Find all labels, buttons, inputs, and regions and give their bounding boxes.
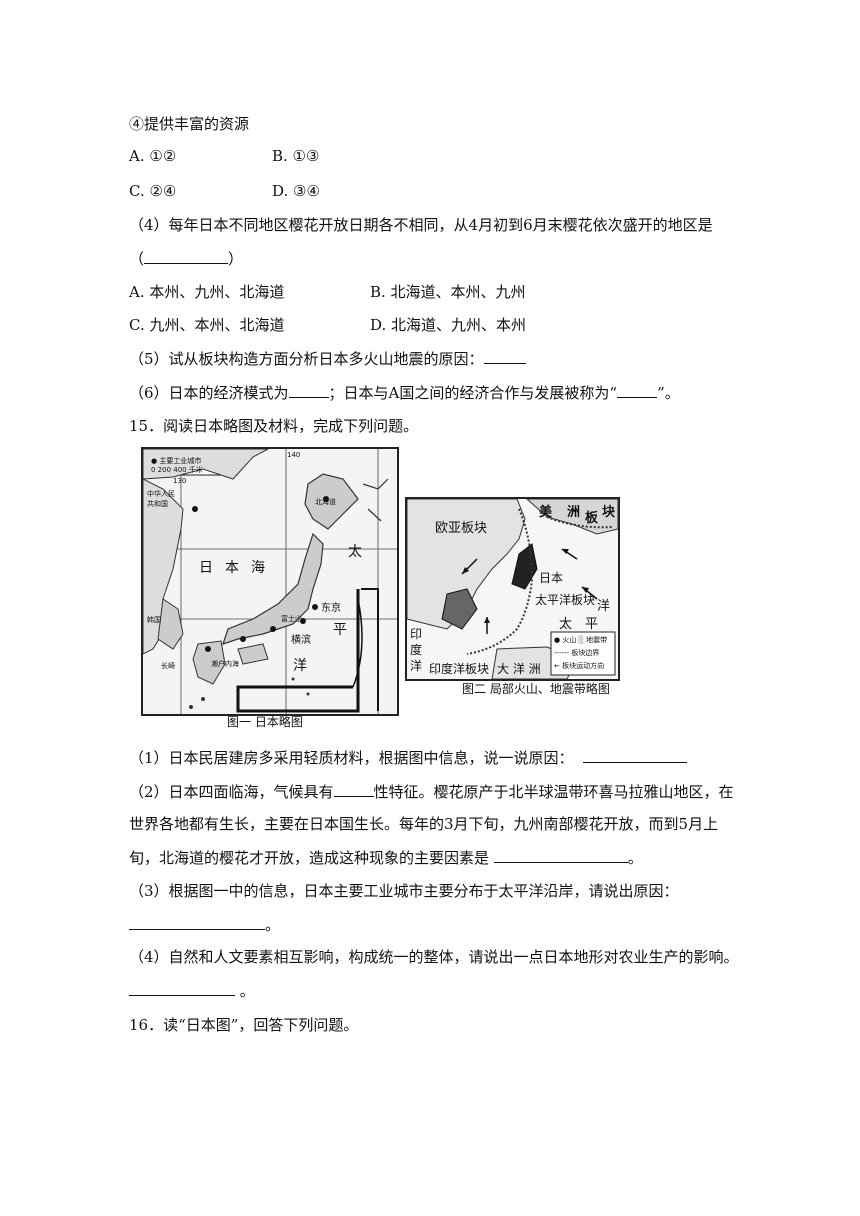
answer-blank[interactable] xyxy=(583,747,688,763)
sub2-text-a: （2）日本四面临海，气候具有 xyxy=(129,783,334,801)
label-eurasian-plate: 欧亚板块 xyxy=(435,521,488,536)
answer-blank[interactable] xyxy=(288,382,329,398)
label-yang: 洋 xyxy=(293,658,307,674)
choice-a: A. ①② xyxy=(129,147,177,165)
question-14-sub4-answer: （） xyxy=(129,248,243,269)
label-pacific-plate: 太平洋板块 xyxy=(535,593,596,607)
choice-a: A. 本州、九州、北海道 xyxy=(129,283,285,301)
figure-volcano-belt-map: 欧亚板块 日本 太平洋板块 太 平 洋 美 洲 板 块 印 度 洋 印度洋板块 … xyxy=(405,497,620,681)
sub2-end: 。 xyxy=(627,849,643,867)
label-mount-fuji: 富士山 xyxy=(281,615,302,623)
sub1-text: （1）日本民居建房多采用轻质材料，根据图中信息，说一说原因： xyxy=(129,749,574,767)
choice-d: D. 北海道、九州、本州 xyxy=(370,316,527,334)
question-15-sub4-answer: 。 xyxy=(129,980,255,1001)
label-tai: 太 xyxy=(348,544,362,560)
label-indian-plate: 印度洋板块 xyxy=(429,662,490,676)
question-15-sub4: （4）自然和人文要素相互影响，构成统一的整体，请说出一点日本地形对农业生产的影响… xyxy=(129,948,739,966)
legend-industrial-city: ● 主要工业城市 xyxy=(151,457,202,465)
figure-japan-map: ● 主要工业城市 0 200 400 千米 中华人民共和国 韩国 日本海 北海道… xyxy=(141,447,399,716)
sub3-end: 。 xyxy=(265,916,281,934)
question-15-sub3-answer: 。 xyxy=(129,914,280,935)
question-15-stem: 15．阅读日本略图及材料，完成下列问题。 xyxy=(129,417,419,435)
sub2-text-b: 性特征。樱花原产于北半球温带环喜马拉雅山地区，在 xyxy=(373,783,734,801)
option-item-4: ④提供丰富的资源 xyxy=(129,115,250,133)
paren-open: （ xyxy=(129,250,145,268)
label-america-4: 块 xyxy=(602,505,616,520)
label-lon-130: 130 xyxy=(173,477,187,485)
answer-blank[interactable] xyxy=(144,248,229,264)
question-15-sub1: （1）日本民居建房多采用轻质材料，根据图中信息，说一说原因： xyxy=(129,747,688,768)
question-14-sub6: （6）日本的经济模式为 ；日本与A国之间的经济合作与发展被称为“ ”。 xyxy=(129,382,680,403)
answer-blank[interactable] xyxy=(129,914,265,930)
label-tokyo: 东京 xyxy=(321,603,341,614)
question-15-sub3: （3）根据图一中的信息，日本主要工业城市主要分布于太平洋沿岸，请说出原因： xyxy=(129,882,679,900)
label-america-2: 洲 xyxy=(567,505,581,520)
answer-blank[interactable] xyxy=(493,847,628,863)
question-14-sub5: （5）试从板块构造方面分析日本多火山地震的原因： xyxy=(129,348,526,369)
volcano-map-svg xyxy=(407,499,618,679)
japan-map-svg xyxy=(143,449,397,714)
question-15-sub2-line3: 旬，北海道的樱花才开放，造成这种现象的主要因素是 。 xyxy=(129,847,643,868)
label-yokohama: 横滨 xyxy=(291,635,311,646)
label-ping: 平 xyxy=(333,622,347,638)
label-america-1: 美 xyxy=(539,505,553,520)
label-hokkaido: 北海道 xyxy=(315,498,336,506)
label-japan: 日本 xyxy=(539,571,564,585)
sub6-text-b: ；日本与A国之间的经济合作与发展被称为“ xyxy=(328,384,618,402)
sub6-text-c: ”。 xyxy=(657,384,680,402)
label-america-3: 板 xyxy=(585,511,599,526)
legend-plate-motion: ← 板块运动方向 xyxy=(554,662,605,670)
sub6-text-a: （6）日本的经济模式为 xyxy=(129,384,289,402)
label-china: 中华人民共和国 xyxy=(147,490,175,508)
label-lon-140: 140 xyxy=(287,451,301,459)
choice-c: C. ②④ xyxy=(129,182,177,200)
sub5-text: （5）试从板块构造方面分析日本多火山地震的原因： xyxy=(129,350,484,368)
label-pacific-ocean-ping: 平 xyxy=(585,617,599,632)
label-oceania: 大 洋 洲 xyxy=(497,662,541,676)
answer-blank[interactable] xyxy=(333,781,374,797)
legend-volcano-quake: ● 火山 ░ 地震带 xyxy=(554,636,608,644)
question-15-sub2: （2）日本四面临海，气候具有 性特征。樱花原产于北半球温带环喜马拉雅山地区，在 xyxy=(129,781,734,802)
sub4-end: 。 xyxy=(239,982,255,1000)
legend-plate-boundary: ------ 板块边界 xyxy=(554,649,600,657)
label-seto-inland-sea: 濑户内海 xyxy=(211,660,239,668)
map-scale: 0 200 400 千米 xyxy=(151,466,203,474)
question-15-sub2-line2: 世界各地都有生长，主要在日本国生长。每年的3月下旬，九州南部樱花开放，而到5月上 xyxy=(129,815,719,833)
label-pacific-ocean-yang: 洋 xyxy=(597,599,611,614)
label-india-1: 印 xyxy=(410,627,423,641)
figure-2-caption: 图二 局部火山、地震带略图 xyxy=(462,682,610,696)
label-korea: 韩国 xyxy=(147,616,161,624)
choice-b: B. ①③ xyxy=(272,147,320,165)
label-sea-of-japan: 日本海 xyxy=(199,560,277,576)
question-16-stem: 16．读“日本图”，回答下列问题。 xyxy=(129,1016,359,1034)
label-pacific-ocean-tai: 太 xyxy=(559,617,573,632)
paren-close: ） xyxy=(228,250,244,268)
label-india-2: 度 xyxy=(410,643,423,657)
question-14-sub4: （4）每年日本不同地区樱花开放日期各不相同，从4月初到6月末樱花依次盛开的地区是 xyxy=(129,216,713,234)
answer-blank[interactable] xyxy=(617,382,658,398)
label-nagasaki: 长崎 xyxy=(161,662,175,670)
figure-1-caption: 图一 日本略图 xyxy=(227,715,303,729)
sub2-line3-text: 旬，北海道的樱花才开放，造成这种现象的主要因素是 xyxy=(129,849,490,867)
label-india-3: 洋 xyxy=(410,659,423,673)
answer-blank[interactable] xyxy=(483,348,526,364)
choice-d: D. ③④ xyxy=(272,182,320,200)
choice-c: C. 九州、本州、北海道 xyxy=(129,316,285,334)
choice-b: B. 北海道、本州、九州 xyxy=(370,283,526,301)
answer-blank[interactable] xyxy=(129,980,235,996)
